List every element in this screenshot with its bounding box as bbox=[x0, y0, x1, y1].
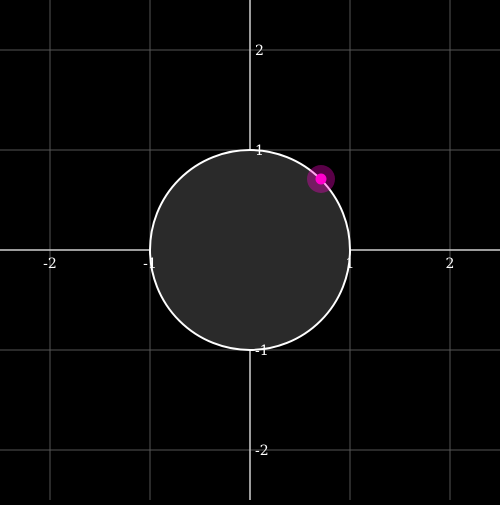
y-tick-label: 2 bbox=[255, 43, 264, 59]
y-tick-label: -2 bbox=[255, 443, 269, 459]
x-tick-label: -2 bbox=[43, 256, 57, 272]
handle-layer[interactable] bbox=[307, 165, 335, 193]
tick-labels: -2 -1 1 2 2 1 -1 -2 bbox=[43, 43, 454, 459]
x-tick-label: 2 bbox=[446, 256, 455, 272]
x-tick-label: 1 bbox=[346, 256, 355, 272]
y-tick-label: 1 bbox=[255, 143, 264, 159]
circle-shape-layer bbox=[149, 149, 351, 351]
unit-circle bbox=[149, 149, 351, 351]
y-tick-label: -1 bbox=[255, 343, 269, 359]
x-tick-label: -1 bbox=[143, 256, 157, 272]
point-handle[interactable] bbox=[315, 173, 327, 185]
